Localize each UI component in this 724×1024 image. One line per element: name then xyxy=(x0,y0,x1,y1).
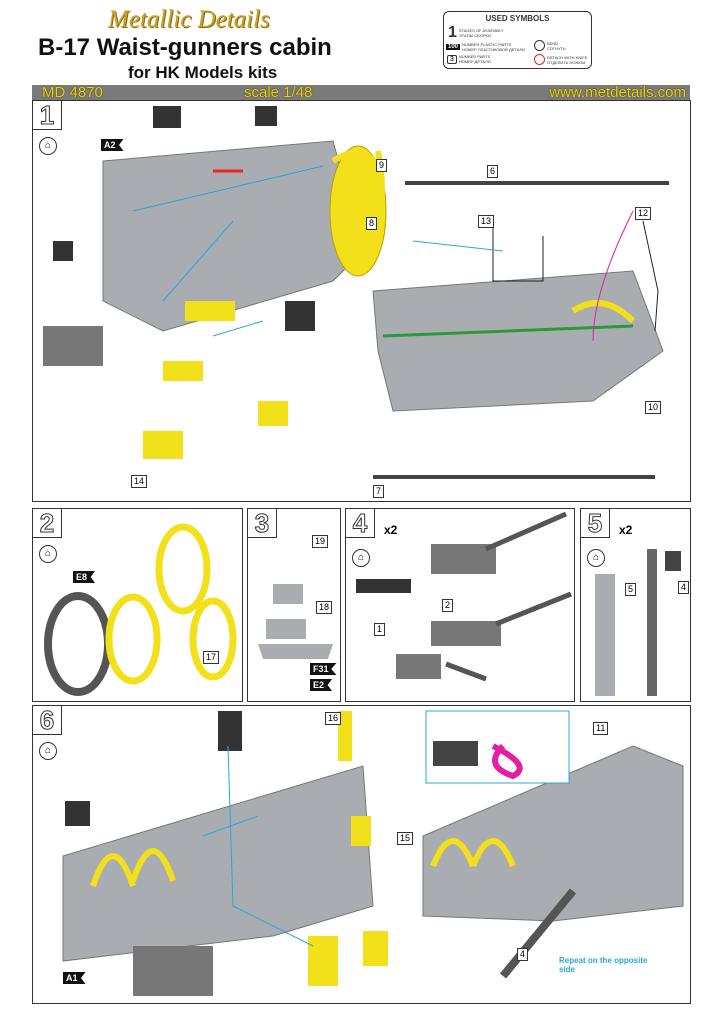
part-callout: 4 xyxy=(678,581,690,594)
info-bar: MD 4870 scale 1/48 www.metdetails.com xyxy=(32,85,690,100)
part-callout: 9 xyxy=(376,159,388,172)
bend-icon: ⌂ xyxy=(39,137,57,155)
part-callout: 19 xyxy=(312,535,329,548)
brand-logo: Metallic Details xyxy=(108,6,270,33)
part-callout: 15 xyxy=(397,832,414,845)
bend-icon: ⌂ xyxy=(39,545,57,563)
part-callout: 13 xyxy=(478,215,495,228)
part-callout: 10 xyxy=(645,401,662,414)
part-callout: 12 xyxy=(635,207,652,220)
multiplier: x2 xyxy=(619,523,633,537)
legend-title: USED SYMBOLS xyxy=(485,14,550,23)
part-callout: 16 xyxy=(325,712,342,725)
part-callout: 5 xyxy=(625,583,637,596)
step-number: 2 xyxy=(33,509,62,538)
part-tag: E8 xyxy=(73,571,96,583)
step-number: 5 xyxy=(581,509,610,538)
bend-icon: ⌂ xyxy=(39,742,57,760)
page-title: B-17 Waist-gunners cabin xyxy=(38,34,332,61)
part-callout: 7 xyxy=(373,485,385,498)
knife-icon xyxy=(534,54,545,65)
part-callout: 2 xyxy=(442,599,454,612)
part-callout: 11 xyxy=(593,722,609,735)
step-3-panel: 3 19 18 F31 E2 xyxy=(247,508,341,702)
step-5-panel: 5 x2 ⌂ 5 4 xyxy=(580,508,691,702)
step-number: 3 xyxy=(248,509,277,538)
part-callout: 6 xyxy=(487,165,499,178)
step-1-panel: 1 ⌂ A2 9 8 6 13 12 10 7 14 xyxy=(32,100,691,502)
scale: scale 1/48 xyxy=(244,84,313,101)
part-tag: A1 xyxy=(63,972,86,984)
part-callout: 1 xyxy=(374,623,386,636)
step-6-panel: 6 ⌂ A1 16 15 11 4 Repeat on the opposite… xyxy=(32,705,691,1004)
bend-icon xyxy=(534,40,545,51)
step-2-illustration xyxy=(44,523,237,696)
bend-icon: ⌂ xyxy=(587,549,605,567)
step-4-illustration xyxy=(356,511,572,682)
step-3-illustration xyxy=(258,584,333,659)
step-1-illustration xyxy=(43,106,669,479)
part-callout: 8 xyxy=(366,217,378,230)
website[interactable]: www.metdetails.com xyxy=(549,84,686,101)
product-code: MD 4870 xyxy=(42,84,103,101)
part-callout: 14 xyxy=(131,475,148,488)
step-5-illustration xyxy=(595,549,681,696)
step-number: 1 xyxy=(33,101,62,130)
step-4-panel: 4 x2 ⌂ 2 1 xyxy=(345,508,575,702)
part-callout: 18 xyxy=(316,601,333,614)
multiplier: x2 xyxy=(384,523,398,537)
part-tag: A2 xyxy=(101,139,124,151)
part-callout: 4 xyxy=(517,948,529,961)
part-callout: 17 xyxy=(203,651,220,664)
step-2-panel: 2 ⌂ E8 17 xyxy=(32,508,243,702)
step-number: 4 xyxy=(346,509,375,538)
step-number: 6 xyxy=(33,706,62,735)
step-6-illustration xyxy=(62,710,684,996)
part-tag: F31 xyxy=(310,663,337,675)
bend-icon: ⌂ xyxy=(352,549,370,567)
page-subtitle: for HK Models kits xyxy=(128,63,278,82)
repeat-note: Repeat on the opposite side xyxy=(559,956,648,974)
part-tag: E2 xyxy=(310,679,333,691)
